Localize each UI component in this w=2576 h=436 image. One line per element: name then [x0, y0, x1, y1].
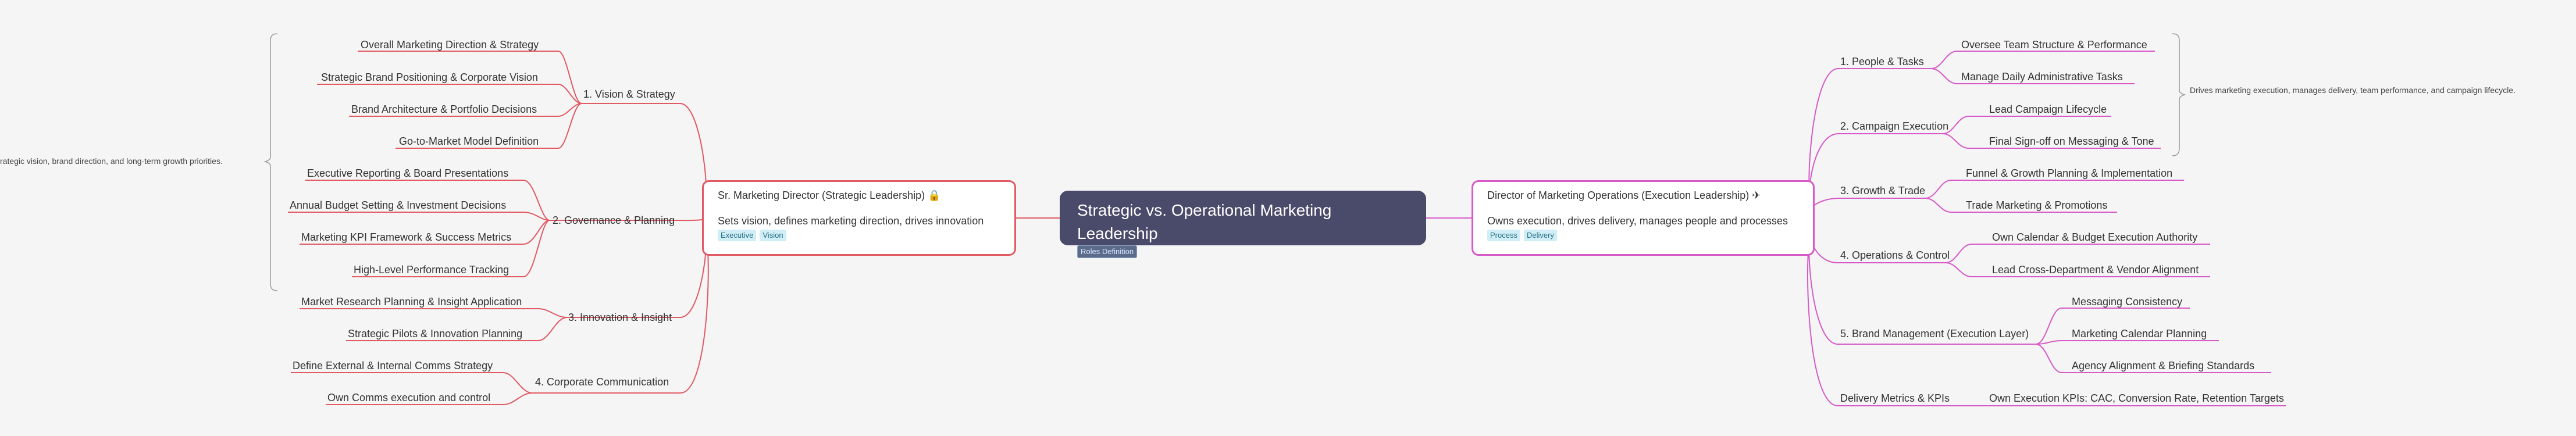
right-summary-text: Drives marketing execution, manages deli… [2190, 85, 2516, 95]
leaf-node[interactable]: Strategic Pilots & Innovation Planning [348, 328, 523, 339]
leaf-node[interactable]: Funnel & Growth Planning & Implementatio… [1966, 167, 2173, 179]
root-topic[interactable]: Strategic vs. Operational Marketing Lead… [1060, 191, 1426, 258]
leaf-node[interactable]: Agency Alignment & Briefing Standards [2072, 360, 2255, 371]
leaf-node[interactable]: Trade Marketing & Promotions [1966, 199, 2108, 211]
branch-corporate-communication[interactable]: 4. Corporate Communication [535, 376, 669, 388]
leaf-node[interactable]: Brand Architecture & Portfolio Decisions [351, 103, 537, 115]
leaf-node[interactable]: Overall Marketing Direction & Strategy [361, 39, 539, 51]
strategic-leadership-description: Sets vision, defines marketing direction… [718, 215, 984, 227]
leaf-node[interactable]: Manage Daily Administrative Tasks [1961, 71, 2123, 83]
leaf-node[interactable]: Final Sign-off on Messaging & Tone [1989, 135, 2154, 147]
branch-innovation-insight[interactable]: 3. Innovation & Insight [568, 312, 672, 323]
leaf-node[interactable]: Marketing KPI Framework & Success Metric… [301, 231, 512, 243]
leaf-node[interactable]: Lead Campaign Lifecycle [1989, 103, 2107, 115]
leaf-node[interactable]: Define External & Internal Comms Strateg… [293, 360, 493, 371]
leaf-node[interactable]: Executive Reporting & Board Presentation… [307, 167, 509, 179]
leaf-node[interactable]: High-Level Performance Tracking [354, 264, 510, 276]
tag-vision: Vision [760, 230, 786, 241]
left-summary-bracket [263, 33, 278, 291]
right-summary-bracket [2172, 33, 2186, 156]
leaf-node[interactable]: Own Calendar & Budget Execution Authorit… [1992, 231, 2198, 243]
leaf-node[interactable]: Lead Cross-Department & Vendor Alignment [1992, 264, 2199, 276]
root-title: Strategic vs. Operational Marketing Lead… [1077, 201, 1332, 242]
leaf-node[interactable]: Annual Budget Setting & Investment Decis… [290, 199, 507, 211]
left-connectors [288, 51, 1060, 405]
leaf-node[interactable]: Marketing Calendar Planning [2072, 328, 2207, 339]
leaf-node[interactable]: Own Comms execution and control [327, 392, 491, 403]
leaf-node[interactable]: Go-to-Market Model Definition [399, 135, 539, 147]
strategic-leadership-title: Sr. Marketing Director (Strategic Leader… [718, 190, 941, 201]
leaf-node[interactable]: Oversee Team Structure & Performance [1961, 39, 2147, 51]
execution-leadership-description: Owns execution, drives delivery, manages… [1487, 215, 1788, 227]
leaf-node[interactable]: Own Execution KPIs: CAC, Conversion Rate… [1989, 392, 2284, 404]
branch-growth-trade[interactable]: 3. Growth & Trade [1840, 185, 1926, 196]
execution-leadership-node[interactable]: Director of Marketing Operations (Execut… [1472, 180, 1815, 256]
root-tag: Roles Definition [1077, 245, 1138, 258]
leaf-node[interactable]: Messaging Consistency [2072, 296, 2183, 308]
leaf-node[interactable]: Strategic Brand Positioning & Corporate … [321, 72, 538, 83]
left-summary-text: rategic vision, brand direction, and lon… [0, 156, 223, 166]
branch-vision-strategy[interactable]: 1. Vision & Strategy [583, 88, 675, 100]
branch-people-tasks[interactable]: 1. People & Tasks [1840, 56, 1924, 67]
strategic-leadership-node[interactable]: Sr. Marketing Director (Strategic Leader… [702, 180, 1016, 256]
tag-executive: Executive [718, 230, 757, 241]
branch-campaign-execution[interactable]: 2. Campaign Execution [1840, 120, 1949, 132]
leaf-node[interactable]: Market Research Planning & Insight Appli… [301, 296, 522, 308]
branch-delivery-metrics[interactable]: Delivery Metrics & KPIs [1840, 392, 1950, 404]
tag-delivery: Delivery [1523, 230, 1557, 241]
branch-brand-management[interactable]: 5. Brand Management (Execution Layer) [1840, 328, 2029, 339]
branch-governance-planning[interactable]: 2. Governance & Planning [553, 215, 675, 226]
branch-operations-control[interactable]: 4. Operations & Control [1840, 249, 1950, 261]
tag-process: Process [1487, 230, 1520, 241]
execution-leadership-title: Director of Marketing Operations (Execut… [1487, 190, 1761, 201]
